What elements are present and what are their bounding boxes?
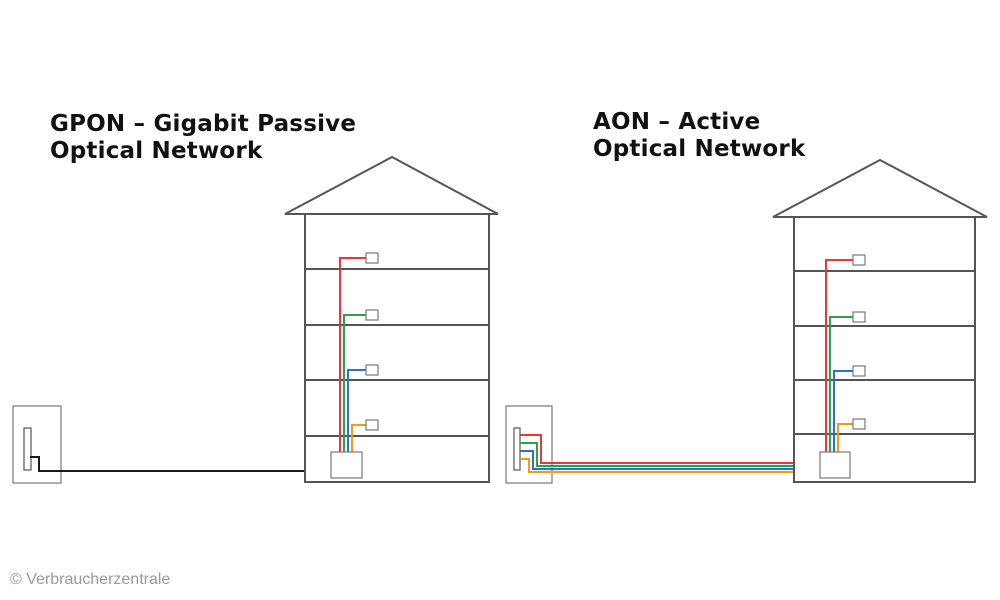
wall-socket-icon (852, 418, 866, 430)
aon-feeder-red (520, 434, 820, 464)
gpon-title-line2: Optical Network (50, 138, 263, 164)
aon-wall-sockets (852, 254, 866, 430)
gpon-line-blue (347, 369, 366, 452)
aon-line-orange (837, 423, 853, 452)
gpon-title: GPON – Gigabit Passive Optical Network (50, 111, 356, 165)
aon-title-line1: AON – Active (593, 109, 761, 135)
gpon-scheme (12, 155, 499, 484)
aon-title-line2: Optical Network (593, 136, 806, 162)
gpon-riser-lines (339, 257, 366, 452)
aon-riser-lines (825, 259, 853, 452)
aon-scheme (505, 158, 988, 484)
aon-distribution-box-icon (819, 451, 851, 479)
aon-line-red (825, 259, 853, 452)
gpon-line-green (343, 314, 366, 452)
aon-feeder-blue (520, 450, 820, 470)
gpon-line-red (339, 257, 366, 452)
aon-feeder-fibers (520, 434, 820, 473)
gpon-house-icon (284, 155, 499, 483)
aon-feeder-green (520, 442, 820, 467)
gpon-distribution-box-icon (330, 451, 363, 479)
aon-line-green (829, 316, 853, 452)
gpon-title-line1: GPON – Gigabit Passive (50, 111, 357, 137)
wall-socket-icon (852, 311, 866, 323)
aon-line-blue (833, 370, 853, 452)
gpon-street-cabinet-icon (12, 405, 62, 484)
wall-socket-icon (365, 309, 379, 321)
wall-socket-icon (365, 364, 379, 376)
wall-socket-icon (365, 252, 379, 264)
aon-title: AON – Active Optical Network (593, 109, 805, 163)
copyright-credit: © Verbraucherzentrale (10, 571, 171, 588)
gpon-wall-sockets (365, 252, 379, 431)
wall-socket-icon (852, 365, 866, 377)
gpon-line-orange (351, 424, 366, 452)
wall-socket-icon (852, 254, 866, 266)
wall-socket-icon (365, 419, 379, 431)
gpon-feeder-fiber (30, 456, 331, 472)
aon-house-icon (772, 158, 988, 483)
aon-feeder-orange (520, 458, 820, 473)
